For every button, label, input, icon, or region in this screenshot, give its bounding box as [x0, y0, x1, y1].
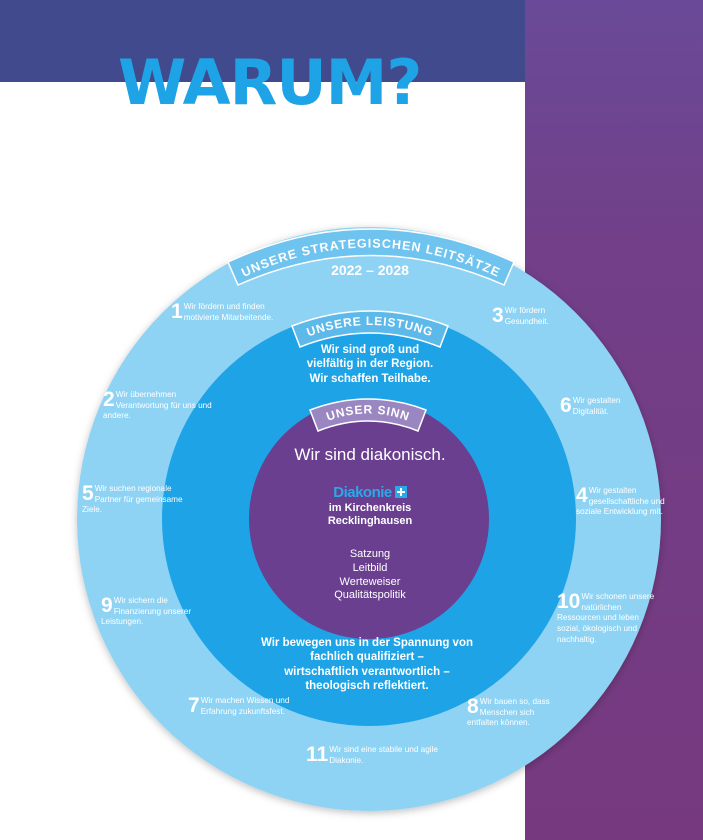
principle-text: Wir sichern die Finanzierung unserer Lei… [101, 596, 192, 627]
top-color-band [0, 0, 525, 82]
principle-9: 9 Wir sichern die Finanzierung unserer L… [101, 594, 213, 628]
principle-number: 1 [171, 300, 183, 323]
principle-8: 8 Wir bauen so, dass Menschen sich entfa… [467, 695, 567, 729]
principle-number: 6 [560, 394, 572, 417]
principle-text: Wir fördern Gesundheit. [504, 306, 549, 326]
middle-ring-bottom-text: Wir bewegen uns in der Spannung von fach… [232, 636, 502, 694]
core-item: Leitbild [352, 561, 388, 574]
middle-ring-bottom-line: wirtschaftlich verantwortlich – [284, 665, 450, 678]
principle-number: 4 [576, 484, 588, 507]
brand-name: Diakonie [333, 484, 392, 501]
principle-2: 2 Wir übernehmen Verantwortung für uns u… [103, 388, 215, 422]
principle-10: 10 Wir schonen unsere natürlichen Ressou… [557, 590, 661, 645]
middle-ring-text-line: vielfältig in der Region. [306, 358, 434, 371]
principle-number: 5 [82, 482, 94, 505]
middle-ring-bottom-line: fachlich qualifiziert – [310, 651, 424, 664]
principle-text: Wir machen Wissen und Erfahrung zukunfts… [200, 696, 290, 716]
brand-line-2: Recklinghausen [327, 515, 413, 528]
principle-number: 8 [467, 695, 479, 718]
brand-line-1: im Kirchenkreis [328, 502, 412, 514]
principle-text: Wir suchen regionale Partner für gemeins… [82, 484, 183, 515]
outer-ring-banner [227, 228, 515, 286]
principle-4: 4 Wir gestalten gesellschaftliche und so… [576, 484, 686, 518]
inner-core [249, 399, 489, 639]
principle-3: 3 Wir fördern Gesundheit. [492, 304, 572, 327]
principle-number: 2 [103, 388, 115, 411]
principle-5: 5 Wir suchen regionale Partner für gemei… [82, 482, 194, 516]
principle-text: Wir übernehmen Verantwortung für uns und… [103, 390, 212, 421]
page-title: WARUM? [118, 46, 422, 119]
period-label: 2022 – 2028 [331, 262, 409, 278]
principle-number: 7 [188, 694, 200, 717]
diakonie-logo: Diakonie im Kirchenkreis Recklinghausen [300, 484, 440, 528]
inner-core-banner [309, 398, 427, 432]
core-items-list: Satzung Leitbild Werteweiser Qualitätspo… [300, 548, 440, 603]
middle-ring-text-line: Wir sind groß und [320, 344, 420, 356]
core-item: Qualitätspolitik [334, 589, 406, 602]
middle-ring-text: Wir sind groß und vielfältig in der Regi… [250, 343, 490, 386]
middle-ring-banner [291, 310, 449, 348]
core-title: Wir sind diakonisch. [294, 445, 446, 464]
principle-text: Wir sind eine stabile und agile Diakonie… [329, 745, 438, 765]
principle-number: 11 [306, 743, 329, 766]
principle-text: Wir schonen unsere natürlichen Ressource… [557, 592, 655, 644]
diakonie-cross-icon [394, 486, 407, 498]
principle-1: 1 Wir fördern und finden motivierte Mita… [171, 300, 283, 323]
principle-number: 3 [492, 304, 504, 327]
principle-text: Wir gestalten gesellschaftliche und sozi… [576, 486, 665, 517]
principle-number: 10 [557, 590, 581, 613]
principle-number: 9 [101, 594, 113, 617]
principle-6: 6 Wir gestalten Digitalität. [560, 394, 652, 417]
principle-text: Wir bauen so, dass Menschen sich entfalt… [467, 697, 550, 728]
inner-core-label: UNSER SINN [324, 402, 411, 423]
middle-ring-text-line: Wir schaffen Teilhabe. [309, 372, 431, 385]
principle-text: Wir gestalten Digitalität. [572, 396, 621, 416]
principle-7: 7 Wir machen Wissen und Erfahrung zukunf… [188, 694, 308, 717]
middle-ring-bottom-line: Wir bewegen uns in der Spannung von [260, 637, 474, 649]
principle-11: 11 Wir sind eine stabile und agile Diako… [306, 743, 456, 766]
core-item: Werteweiser [339, 575, 401, 588]
core-item: Satzung [349, 548, 391, 560]
principle-text: Wir fördern und finden motivierte Mitarb… [183, 302, 274, 322]
middle-ring-bottom-line: theologisch reflektiert. [305, 680, 429, 693]
